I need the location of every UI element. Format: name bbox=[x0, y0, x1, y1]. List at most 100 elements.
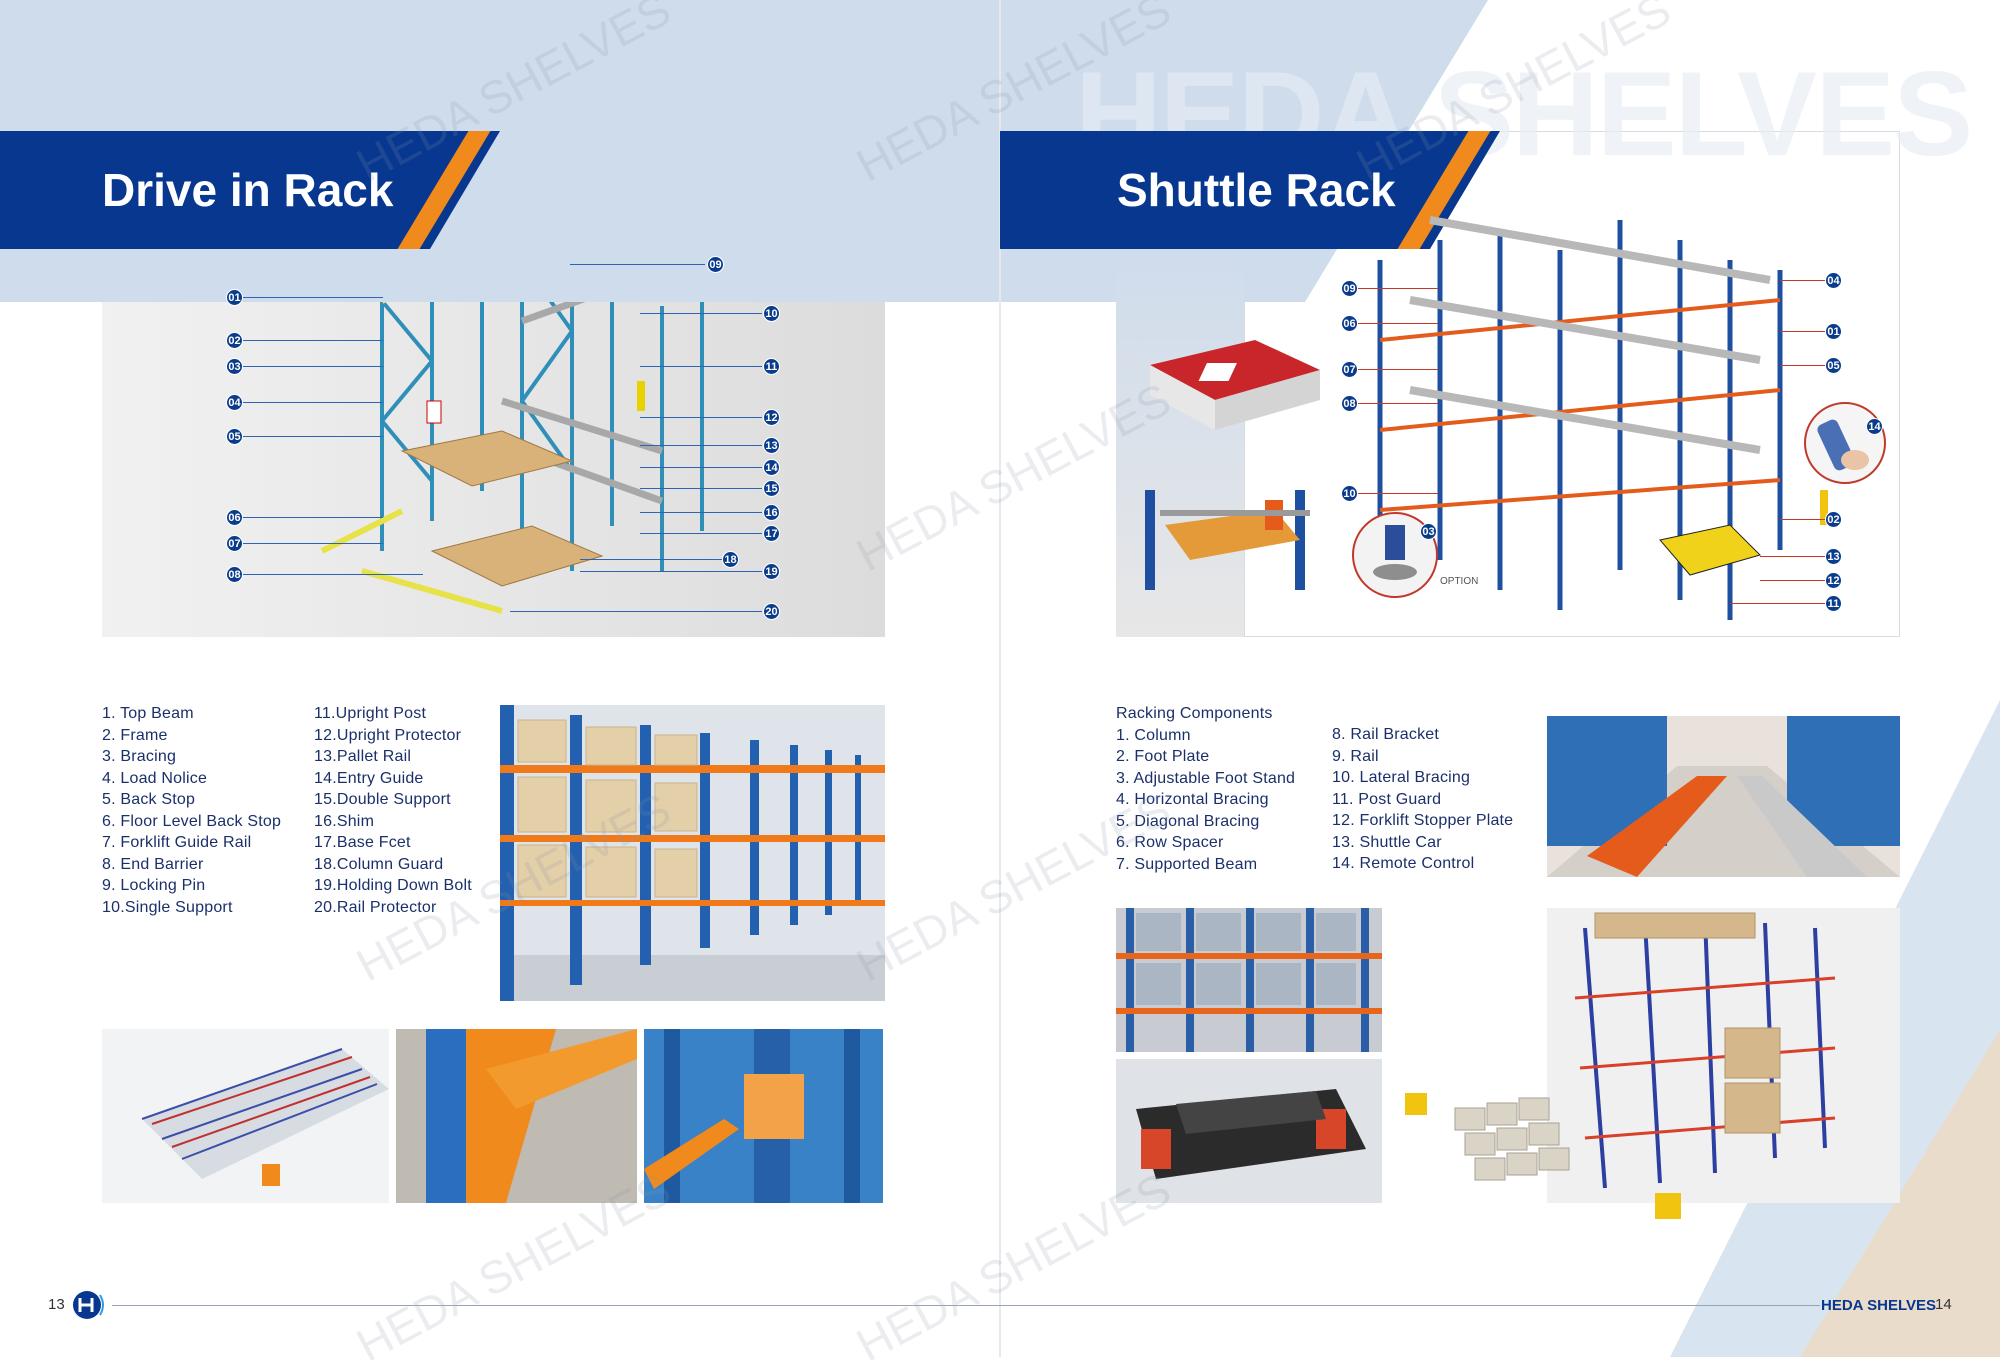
leader-line-r05 bbox=[1780, 365, 1832, 366]
leader-line-08 bbox=[243, 574, 423, 575]
drive-in-render-photo bbox=[102, 1029, 389, 1203]
leader-line-11 bbox=[640, 366, 762, 367]
callout-r14: 14 bbox=[1866, 418, 1883, 435]
legend-item: 11.Upright Post bbox=[314, 705, 427, 722]
legend-item: 9. Rail bbox=[1332, 747, 1379, 765]
shuttle-car-image bbox=[1150, 340, 1320, 430]
adjustable-foot-option bbox=[1352, 512, 1438, 598]
leader-line-12 bbox=[640, 417, 762, 418]
leader-line-r11 bbox=[1730, 603, 1832, 604]
legend-item: 3. Adjustable Foot Stand bbox=[1116, 769, 1296, 787]
legend-right-col2: 8. Rail Bracket 9. Rail 10. Lateral Brac… bbox=[1332, 724, 1513, 875]
shuttle-side-panel bbox=[1116, 249, 1244, 637]
legend-item: 18.Column Guard bbox=[314, 855, 444, 873]
leader-line-r08 bbox=[1358, 403, 1438, 404]
legend-item: 20.Rail Protector bbox=[314, 898, 437, 916]
callout-10: 10 bbox=[763, 305, 780, 322]
leader-line-06 bbox=[243, 517, 383, 518]
leader-line-14 bbox=[640, 467, 762, 468]
legend-item: 2. Frame bbox=[102, 726, 168, 744]
legend-item: 6. Row Spacer bbox=[1116, 834, 1224, 851]
legend-item: 12. Forklift Stopper Plate bbox=[1332, 812, 1514, 829]
callout-r10: 10 bbox=[1341, 485, 1358, 502]
callout-r08: 08 bbox=[1341, 395, 1358, 412]
callout-18: 18 bbox=[722, 551, 739, 568]
legend-item: 8. End Barrier bbox=[102, 855, 204, 873]
callout-02: 02 bbox=[226, 332, 243, 349]
legend-item: 17.Base Fcet bbox=[314, 834, 411, 851]
callout-07: 07 bbox=[226, 535, 243, 552]
leader-line-07 bbox=[243, 543, 383, 544]
legend-item: 3. Bracing bbox=[102, 748, 177, 765]
shuttle-warehouse-photo bbox=[1116, 908, 1382, 1052]
callout-14: 14 bbox=[763, 459, 780, 476]
leader-line-r06 bbox=[1358, 323, 1438, 324]
callout-r11: 11 bbox=[1825, 595, 1842, 612]
leader-line-02 bbox=[243, 340, 383, 341]
callout-11: 11 bbox=[763, 358, 780, 375]
callout-13: 13 bbox=[763, 437, 780, 454]
callout-12: 12 bbox=[763, 409, 780, 426]
page-number-left: 13 bbox=[48, 1296, 65, 1313]
callout-r02: 02 bbox=[1825, 511, 1842, 528]
option-label: OPTION bbox=[1440, 576, 1479, 587]
callout-r03: 03 bbox=[1420, 523, 1437, 540]
leader-line-10 bbox=[640, 313, 762, 314]
rail-bracket-photo bbox=[644, 1029, 883, 1203]
legend-item: 5. Diagonal Bracing bbox=[1116, 812, 1260, 830]
legend-heading: Racking Components bbox=[1116, 705, 1273, 722]
callout-r09: 09 bbox=[1341, 280, 1358, 297]
leader-line-r02 bbox=[1780, 519, 1832, 520]
callout-08: 08 bbox=[226, 566, 243, 583]
legend-left-col2: 11.Upright Post 12.Upright Protector 13.… bbox=[314, 703, 472, 918]
remote-control-image bbox=[1804, 402, 1886, 484]
callout-09: 09 bbox=[707, 256, 724, 273]
legend-item: 6. Floor Level Back Stop bbox=[102, 812, 282, 830]
legend-item: 10. Lateral Bracing bbox=[1332, 769, 1471, 786]
leader-line-15 bbox=[640, 488, 762, 489]
legend-item: 1. Column bbox=[1116, 726, 1191, 744]
leader-line-r09 bbox=[1358, 288, 1438, 289]
legend-item: 16.Shim bbox=[314, 812, 375, 830]
legend-item: 7. Supported Beam bbox=[1116, 855, 1258, 873]
legend-item: 8. Rail Bracket bbox=[1332, 726, 1440, 743]
leader-line-r12 bbox=[1760, 580, 1832, 581]
warehouse-photo bbox=[500, 705, 885, 1001]
legend-item: 4. Horizontal Bracing bbox=[1116, 791, 1269, 808]
leader-line-19 bbox=[580, 571, 762, 572]
leader-line-20 bbox=[510, 611, 762, 612]
legend-item: 7. Forklift Guide Rail bbox=[102, 834, 252, 851]
leader-line-r07 bbox=[1358, 369, 1438, 370]
callout-r07: 07 bbox=[1341, 361, 1358, 378]
callout-r06: 06 bbox=[1341, 315, 1358, 332]
callout-03: 03 bbox=[226, 358, 243, 375]
leader-line-r13 bbox=[1760, 556, 1832, 557]
callout-15: 15 bbox=[763, 480, 780, 497]
leader-line-r01 bbox=[1780, 331, 1832, 332]
callout-r05: 05 bbox=[1825, 357, 1842, 374]
callout-r04: 04 bbox=[1825, 272, 1842, 289]
leader-line-r04 bbox=[1780, 280, 1832, 281]
legend-item: 12.Upright Protector bbox=[314, 726, 462, 744]
callout-04: 04 bbox=[226, 394, 243, 411]
shuttle-in-rail-image bbox=[1145, 490, 1310, 590]
legend-item: 11. Post Guard bbox=[1332, 790, 1442, 808]
leader-line-05 bbox=[243, 436, 383, 437]
callout-17: 17 bbox=[763, 525, 780, 542]
legend-item: 15.Double Support bbox=[314, 791, 451, 808]
callout-19: 19 bbox=[763, 563, 780, 580]
leader-line-09 bbox=[570, 264, 705, 265]
shuttle-aisle-photo bbox=[1547, 716, 1900, 877]
legend-item: 10.Single Support bbox=[102, 898, 233, 916]
shuttle-rack-drawing bbox=[1377, 216, 1828, 620]
legend-left-col1: 1. Top Beam 2. Frame 3. Bracing 4. Load … bbox=[102, 703, 281, 918]
callout-r01: 01 bbox=[1825, 323, 1842, 340]
callout-20: 20 bbox=[763, 603, 780, 620]
callout-05: 05 bbox=[226, 428, 243, 445]
legend-item: 4. Load Nolice bbox=[102, 769, 208, 787]
leader-line-01 bbox=[243, 297, 383, 298]
legend-item: 13. Shuttle Car bbox=[1332, 833, 1442, 851]
legend-item: 2. Foot Plate bbox=[1116, 748, 1210, 765]
callout-01: 01 bbox=[226, 289, 243, 306]
callout-06: 06 bbox=[226, 509, 243, 526]
